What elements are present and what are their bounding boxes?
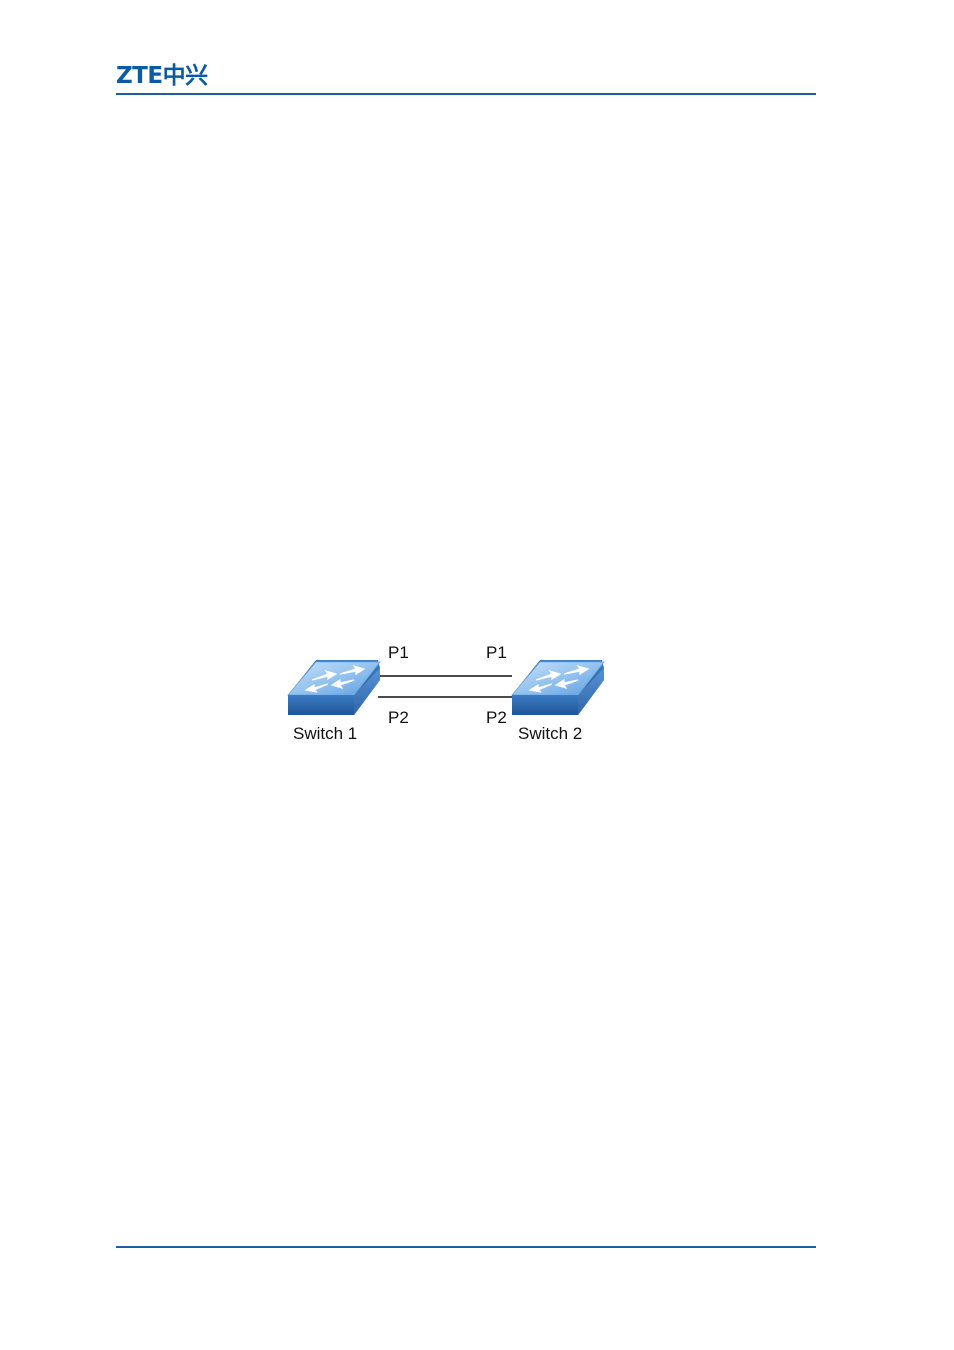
topology-figure: P1 P1 P2 P2 Switch 1 Switch 2 <box>280 630 620 755</box>
switch-1-name-label: Switch 1 <box>293 724 357 744</box>
switch-2-name-label: Switch 2 <box>518 724 582 744</box>
switch-2-icon <box>512 660 604 715</box>
switch-1-port-p1-label: P1 <box>388 643 409 663</box>
switch-1-icon <box>288 660 380 715</box>
header-rule <box>116 93 816 95</box>
switch-1-port-p2-label: P2 <box>388 708 409 728</box>
switch-2-port-p2-label: P2 <box>486 708 507 728</box>
zte-logo: ZTE中兴 <box>116 62 208 90</box>
switch-2-port-p1-label: P1 <box>486 643 507 663</box>
footer-rule <box>116 1246 816 1248</box>
